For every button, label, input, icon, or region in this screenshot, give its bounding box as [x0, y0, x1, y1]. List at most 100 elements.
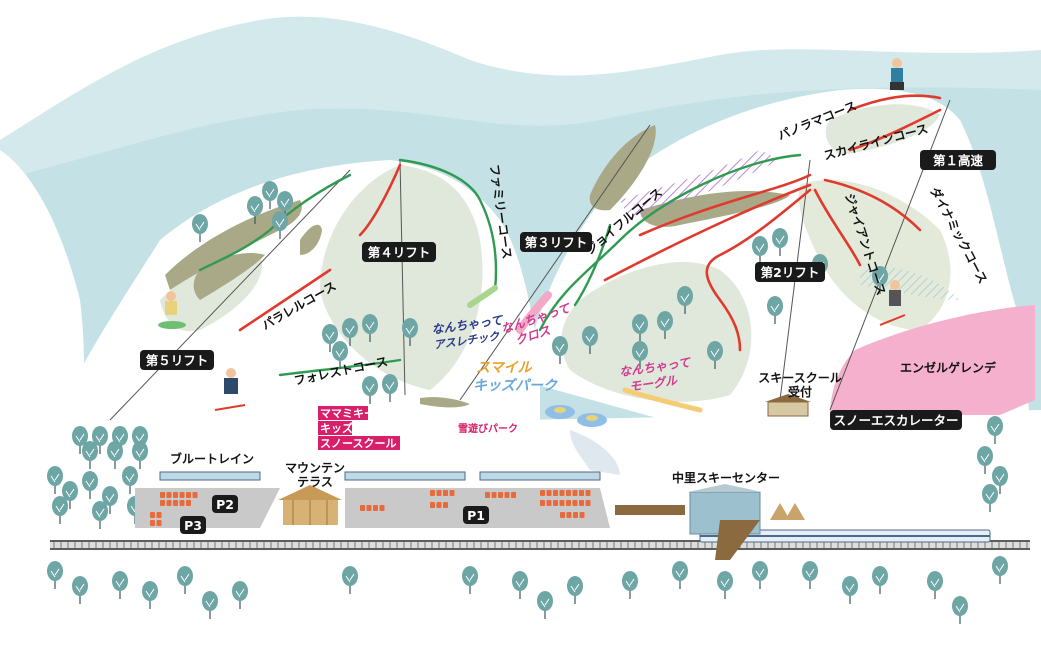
lift-badge-1[interactable]: 第１高速	[920, 150, 996, 170]
tree-icon	[657, 311, 673, 339]
facility-mountain-terrace-2[interactable]: テラス	[297, 475, 333, 489]
facility-ski-center[interactable]: 中里スキーセンター	[672, 470, 780, 485]
svg-text:スノースクール: スノースクール	[320, 437, 396, 450]
svg-text:キッズ: キッズ	[320, 421, 353, 435]
tree-icon	[362, 314, 378, 342]
svg-text:スノーエスカレーター: スノーエスカレーター	[833, 413, 958, 428]
car-icon	[373, 505, 378, 511]
family-green-lane	[467, 285, 498, 308]
car-icon	[150, 520, 155, 526]
car-icon	[491, 492, 497, 498]
car-icon	[430, 502, 435, 508]
parking-badge-p3[interactable]: P3	[180, 516, 206, 534]
car-icon	[511, 492, 516, 498]
tree-icon	[752, 236, 768, 264]
car-icon	[572, 490, 578, 496]
tree-icon	[132, 441, 148, 469]
facility-ski-school[interactable]: スキースクール	[758, 371, 841, 385]
forest-patch	[561, 261, 752, 402]
tree-icon	[102, 486, 118, 514]
car-icon	[546, 500, 552, 506]
tree-icon	[462, 566, 478, 594]
svg-text:第３リフト: 第３リフト	[525, 235, 588, 250]
course-label-angel[interactable]: エンゼルゲレンデ	[900, 360, 997, 375]
svg-text:P1: P1	[467, 508, 485, 523]
lift-badge-3[interactable]: 第３リフト	[520, 232, 592, 252]
facility-mountain-terrace[interactable]: マウンテン	[285, 461, 345, 475]
tree-icon	[582, 326, 598, 354]
parking-badge-p1[interactable]: P1	[463, 506, 489, 524]
tree-icon	[72, 426, 88, 454]
tree-icon	[382, 374, 398, 402]
tree-icon	[92, 426, 108, 454]
car-icon	[553, 490, 558, 496]
car-icon	[498, 492, 503, 498]
svg-text:第５リフト: 第５リフト	[146, 353, 209, 368]
tree-icon	[92, 501, 108, 529]
car-icon	[579, 490, 584, 496]
tree-icon	[322, 324, 338, 352]
car-icon	[579, 500, 584, 506]
tree-icon	[112, 571, 128, 599]
car-icon	[579, 512, 585, 518]
tree-icon	[177, 566, 193, 594]
car-icon	[166, 492, 172, 498]
lift-badge-4[interactable]: 第４リフト	[362, 242, 436, 262]
car-icon	[436, 502, 442, 508]
attraction-kids-snow-school[interactable]: ママミキー キッズ スノースクール	[318, 406, 400, 450]
mountain-terrace-building	[278, 485, 342, 525]
tree-icon	[872, 566, 888, 594]
attraction-snow-play-park[interactable]: 雪遊びパーク	[458, 422, 518, 435]
car-icon	[166, 500, 172, 506]
car-icon	[192, 492, 198, 498]
parking-badge-p2[interactable]: P2	[212, 495, 238, 513]
car-icon	[566, 490, 571, 496]
tree-icon	[107, 441, 123, 469]
tree-icon	[977, 446, 993, 474]
attraction-smile-kids-park[interactable]: スマイル キッズパーク	[473, 360, 558, 394]
car-icon	[173, 500, 178, 506]
car-icon	[173, 492, 178, 498]
svg-text:モーグル: モーグル	[628, 373, 678, 394]
tree-icon	[232, 581, 248, 609]
skier-figure	[890, 58, 904, 90]
tree-icon	[992, 466, 1008, 494]
car-icon	[504, 492, 510, 498]
tree-icon	[142, 581, 158, 609]
tree-icon	[772, 228, 788, 256]
car-icon	[559, 490, 565, 496]
tree-icon	[47, 466, 63, 494]
car-icon	[360, 505, 365, 511]
tree-icon	[272, 211, 288, 239]
parked-cars	[150, 490, 591, 526]
car-icon	[566, 500, 571, 506]
tree-line	[165, 200, 302, 290]
snow-escalator-badge[interactable]: スノーエスカレーター	[830, 410, 962, 430]
car-icon	[179, 500, 185, 506]
tree-icon	[677, 286, 693, 314]
tree-icon	[62, 481, 78, 509]
tree-line	[420, 397, 470, 408]
snow-tube-ring	[545, 405, 607, 427]
car-icon	[553, 500, 558, 506]
tree-icon	[632, 341, 648, 369]
snow-base	[0, 410, 1041, 651]
car-icon	[485, 492, 490, 498]
facility-blue-train[interactable]: ブルートレイン	[170, 451, 254, 466]
lift-badge-5[interactable]: 第５リフト	[140, 350, 214, 370]
tree-icon	[537, 591, 553, 619]
car-icon	[160, 500, 165, 506]
tree-icon	[632, 314, 648, 342]
facility-ski-school-reception[interactable]: 受付	[788, 384, 812, 399]
car-icon	[560, 512, 565, 518]
tree-icon	[342, 318, 358, 346]
car-icon	[379, 505, 385, 511]
car-icon	[150, 512, 155, 518]
car-icon	[559, 500, 565, 506]
tree-icon	[802, 561, 818, 589]
lift-badge-2[interactable]: 第2リフト	[755, 262, 825, 282]
tree-icon	[512, 571, 528, 599]
car-icon	[186, 492, 191, 498]
